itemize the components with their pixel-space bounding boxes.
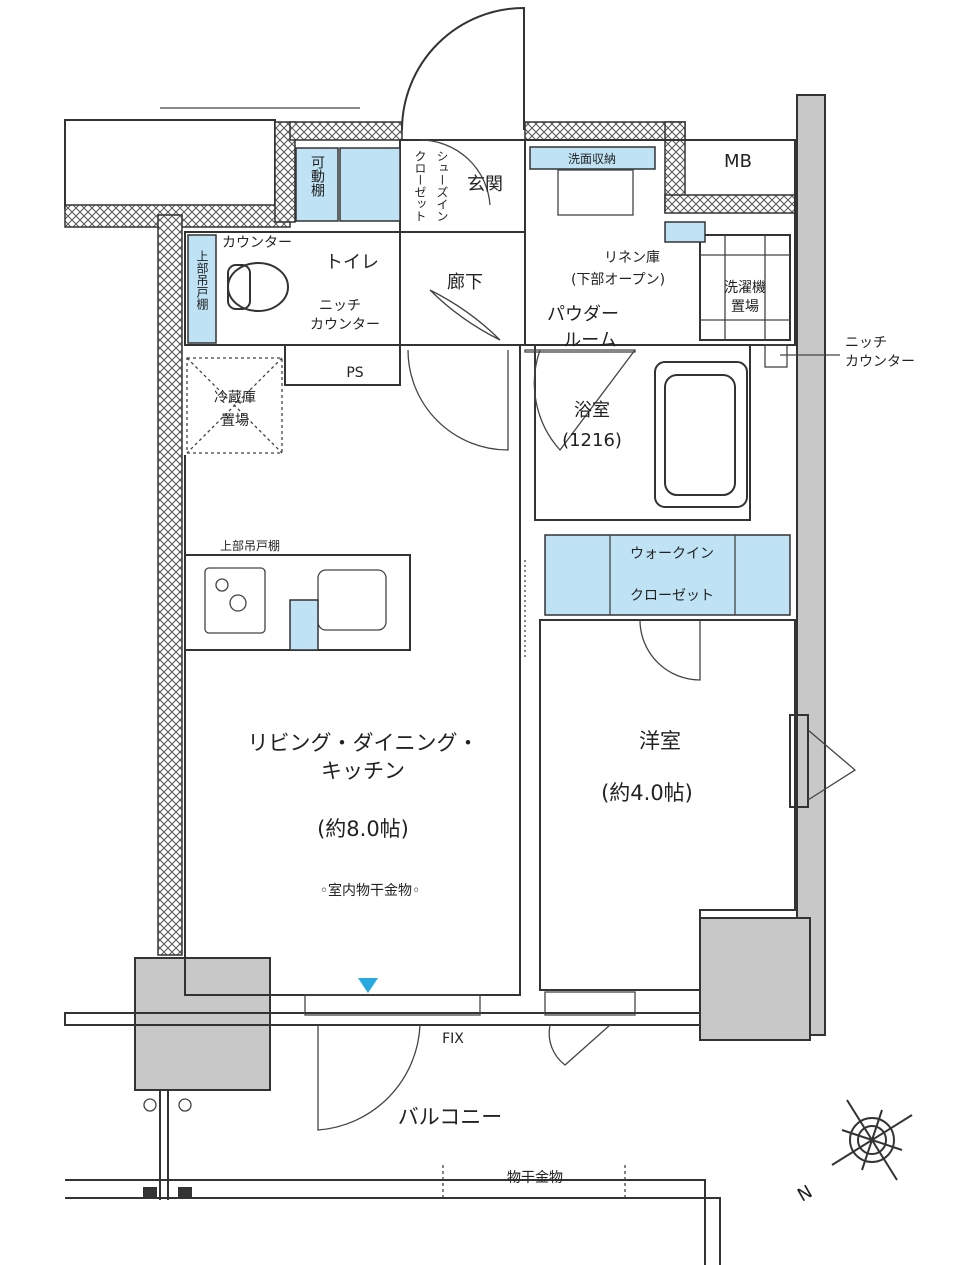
upper-cabinet-kitchen-label: 上部吊戸棚 — [220, 538, 280, 553]
ldk-size: (約8.0帖) — [317, 817, 409, 841]
movable-shelf-label: 可動棚 — [309, 155, 325, 197]
fridge-label-2: 置場 — [221, 413, 249, 429]
bath-size: (1216) — [562, 430, 622, 451]
western-room-size: (約4.0帖) — [601, 781, 693, 805]
room-outlines — [184, 139, 857, 996]
entrance-marker — [358, 978, 378, 993]
balcony-label: バルコニー — [398, 1105, 503, 1129]
upper-cabinet-toilet-label: 上部吊戸棚 — [195, 250, 209, 311]
balcony-drying-label: 物干金物 — [507, 1170, 563, 1186]
shoe-closet-label-2: クローゼット — [413, 150, 427, 222]
bath-label: 浴室 — [574, 400, 610, 421]
ldk-label-2: キッチン — [321, 759, 405, 783]
fridge-label: 冷蔵庫 — [214, 389, 256, 406]
niche-counter-right-label: ニッチ — [845, 335, 887, 351]
washbasin-storage-label: 洗面収納 — [568, 152, 616, 166]
western-room-label: 洋室 — [639, 729, 681, 753]
ldk-label: リビング・ダイニング・ — [248, 731, 479, 755]
wic-label: ウォークイン — [630, 546, 714, 562]
wic-label-2: クローゼット — [630, 588, 714, 604]
ps-label: PS — [346, 365, 363, 381]
powder-room-label-2: ルーム — [563, 330, 616, 351]
shoe-closet-label: シューズイン — [435, 150, 449, 222]
linen-label-2: (下部オープン) — [571, 272, 665, 288]
toilet-label: トイレ — [325, 252, 379, 273]
walls — [64, 94, 826, 1265]
hallway-label: 廊下 — [447, 272, 483, 293]
powder-room-label: パウダー — [547, 304, 619, 325]
mb-label: MB — [724, 151, 752, 172]
ldk-drying-rack: ◦室内物干金物◦ — [320, 882, 421, 899]
niche-counter-right-label-2: カウンター — [845, 354, 915, 370]
storage-areas — [186, 146, 791, 616]
fix-label: FIX — [442, 1031, 464, 1047]
counter-label: カウンター — [222, 235, 292, 251]
niche-counter-toilet-label-2: カウンター — [310, 317, 380, 333]
doors — [304, 6, 636, 1131]
washer-label: 洗濯機 — [724, 280, 766, 296]
compass-icon: N — [794, 1099, 913, 1206]
compass-north-label: N — [794, 1181, 816, 1206]
niche-counter-toilet-label: ニッチ — [319, 298, 361, 314]
entrance-label: 玄関 — [467, 174, 503, 195]
labels: リビング・ダイニング・ キッチン (約8.0帖) ◦室内物干金物◦ 洋室 (約4… — [195, 150, 915, 1200]
linen-label: リネン庫 — [604, 249, 660, 266]
washer-label-2: 置場 — [731, 299, 759, 315]
